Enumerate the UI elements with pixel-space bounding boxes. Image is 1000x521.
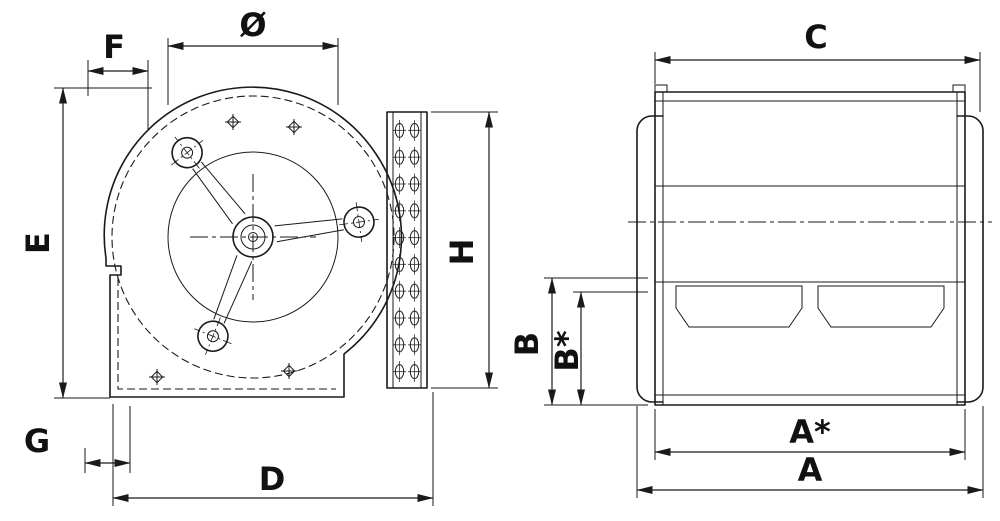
impeller-hub: [190, 174, 316, 300]
flange-slots: [392, 117, 422, 385]
inlet-circle: [167, 151, 339, 323]
side-view: [103, 86, 428, 398]
bolt-hole-mark: [148, 368, 166, 386]
bolt-hole-mark: [224, 113, 242, 131]
dimension-e: E: [19, 87, 152, 399]
mounting-flange: [386, 111, 428, 389]
dimension-b-star: B*: [548, 291, 648, 406]
top-tab-left: [654, 84, 668, 93]
top-tab-right: [952, 84, 966, 93]
side-panel-right: [956, 115, 984, 403]
dimension-b: B: [508, 277, 648, 406]
dimension-a-star: A*: [654, 409, 966, 460]
housing-seam-lines: [655, 92, 965, 405]
dimension-g: G: [24, 406, 131, 473]
bolt-hole-mark: [285, 118, 303, 136]
impeller-arm: [194, 255, 253, 355]
dim-label-h: H: [443, 239, 481, 266]
dim-label-d: D: [259, 460, 286, 498]
impeller-arm: [274, 202, 379, 243]
dim-label-b-star: B*: [548, 330, 586, 371]
dim-label-a-star: A*: [789, 413, 831, 451]
housing-body: [654, 91, 966, 406]
dim-label-f: F: [103, 28, 125, 66]
dimension-diameter: Ø: [167, 6, 339, 105]
front-view: [628, 84, 992, 406]
outlet-grille-left: [675, 285, 803, 328]
dimension-h: H: [431, 111, 498, 389]
dim-label-g: G: [24, 422, 50, 460]
dim-label-c: C: [804, 18, 827, 56]
housing-inner-hidden-line: [117, 278, 336, 390]
dimension-f: F: [87, 28, 149, 130]
side-panel-left: [636, 115, 664, 403]
dimension-c: C: [654, 18, 981, 112]
dim-label-diameter: Ø: [239, 6, 266, 44]
dim-label-a: A: [798, 451, 823, 489]
dimension-a: A: [636, 406, 984, 498]
bolt-hole-mark: [280, 362, 298, 380]
impeller-arm: [171, 136, 246, 225]
hub-centerline: [190, 174, 316, 300]
dim-label-e: E: [19, 232, 57, 254]
dimension-d: D: [112, 392, 434, 506]
dim-label-b: B: [508, 332, 546, 356]
outlet-grille-right: [817, 285, 945, 328]
